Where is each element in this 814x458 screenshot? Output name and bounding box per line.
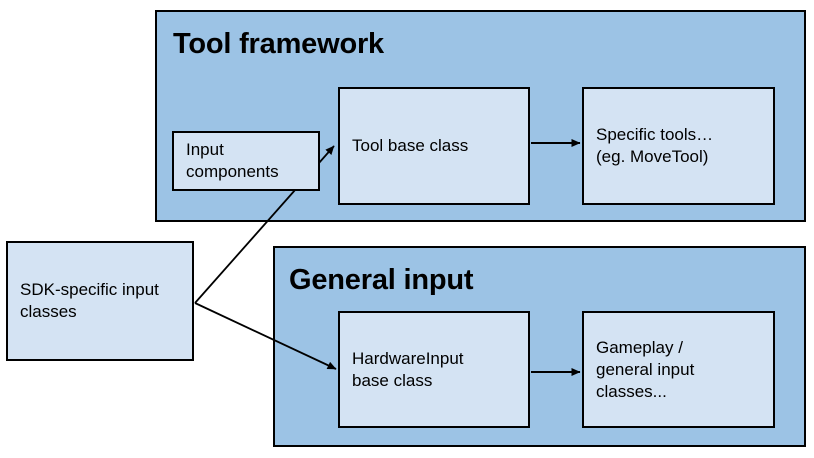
panel-title-general-input: General input [289,264,474,296]
node-label: HardwareInput base class [352,348,464,390]
node-specific-tools[interactable]: Specific tools… (eg. MoveTool) [582,87,775,205]
node-input-components[interactable]: Input components [172,131,320,191]
node-label: Input components [186,140,279,181]
node-gameplay-general-input-classes[interactable]: Gameplay / general input classes... [582,311,775,428]
node-tool-base-class[interactable]: Tool base class [338,87,530,205]
node-label: Tool base class [352,136,469,155]
node-label: Specific tools… (eg. MoveTool) [596,125,714,166]
node-label: SDK-specific input classes [20,280,159,321]
node-label: Gameplay / general input classes... [596,337,695,401]
node-hardware-input-base-class[interactable]: HardwareInput base class [338,311,530,428]
node-sdk-specific-input-classes[interactable]: SDK-specific input classes [6,241,194,361]
panel-title-tool-framework: Tool framework [173,28,384,60]
